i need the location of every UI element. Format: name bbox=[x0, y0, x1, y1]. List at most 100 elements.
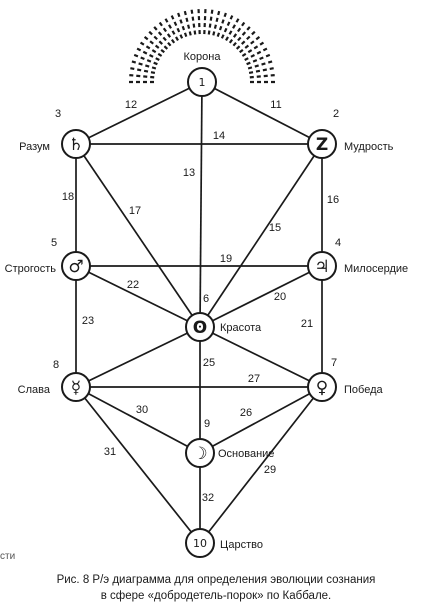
node-korona-label: Корона bbox=[184, 51, 222, 63]
node-slava: ☿ Слава 8 bbox=[18, 359, 91, 402]
path-number-25: 25 bbox=[203, 357, 215, 369]
node-krasota-label: Красота bbox=[220, 322, 262, 334]
node-razum-circle bbox=[61, 129, 91, 159]
crown-ray bbox=[241, 41, 265, 57]
path-number-26: 26 bbox=[240, 407, 252, 419]
crown-ray bbox=[212, 9, 221, 36]
path-15 bbox=[199, 143, 323, 328]
crown-ray bbox=[158, 21, 176, 44]
node-tsarstvo-circle bbox=[185, 528, 215, 558]
crown-ray bbox=[228, 21, 246, 44]
path-20 bbox=[199, 265, 323, 328]
path-number-11: 11 bbox=[270, 99, 281, 111]
crown-ray bbox=[190, 8, 197, 35]
path-number-20: 20 bbox=[274, 291, 286, 303]
path-number-17: 17 bbox=[129, 205, 141, 217]
node-slava-glyph-icon: ☿ bbox=[71, 378, 81, 398]
node-mudrost-glyph-icon: Z bbox=[316, 135, 328, 155]
node-miloserdie-number: 4 bbox=[335, 237, 341, 249]
crown-ray bbox=[176, 11, 188, 37]
path-31 bbox=[75, 386, 201, 544]
crown-ray bbox=[203, 8, 207, 35]
path-number-12: 12 bbox=[125, 99, 137, 111]
path-number-29: 29 bbox=[264, 464, 276, 476]
path-number-27: 27 bbox=[248, 373, 260, 385]
node-mudrost-number: 2 bbox=[333, 108, 339, 120]
path-12 bbox=[75, 81, 203, 145]
node-razum-glyph-icon: ♄ bbox=[68, 135, 83, 155]
node-korona-circle bbox=[187, 67, 217, 97]
node-tsarstvo-glyph: 10 bbox=[193, 537, 207, 550]
node-krasota-circle bbox=[185, 312, 215, 342]
figure-caption-line-1: Рис. 8 Р/э диаграмма для определения эво… bbox=[56, 574, 376, 586]
path-n6-n7 bbox=[199, 326, 323, 388]
path-30 bbox=[75, 386, 201, 454]
path-13 bbox=[199, 81, 203, 328]
node-pobeda-label: Победа bbox=[344, 384, 383, 396]
path-number-19: 19 bbox=[220, 253, 232, 265]
node-tsarstvo-label: Царство bbox=[220, 539, 263, 551]
node-razum-label: Разум bbox=[19, 141, 50, 153]
node-miloserdie: ♃ Милосердие 4 bbox=[307, 237, 408, 281]
node-osnovanie-glyph-icon: ☽ bbox=[192, 444, 207, 464]
crown-ray bbox=[139, 41, 163, 57]
node-miloserdie-label: Милосердие bbox=[344, 263, 408, 275]
crown-ray bbox=[220, 14, 234, 39]
crown-ray bbox=[128, 73, 155, 79]
crown-ray bbox=[164, 17, 179, 41]
node-pobeda-glyph-icon: ♀ bbox=[316, 378, 328, 398]
crown-ray bbox=[244, 47, 269, 61]
path-number-31: 31 bbox=[104, 446, 116, 458]
node-krasota-number: 6 bbox=[203, 293, 209, 305]
node-strogost: ♂ Строгость 5 bbox=[5, 237, 91, 281]
paths-layer bbox=[75, 81, 323, 544]
edge-text-fragment: сти bbox=[0, 551, 16, 562]
crown-ray bbox=[239, 35, 261, 54]
crown-ray bbox=[132, 53, 158, 66]
node-tsarstvo: 10 Царство bbox=[185, 528, 263, 558]
path-number-23: 23 bbox=[82, 315, 94, 327]
node-strogost-number: 5 bbox=[51, 237, 57, 249]
path-n8-n6 bbox=[75, 326, 201, 388]
node-slava-label: Слава bbox=[18, 384, 51, 396]
figure-caption-line-2: в сфере «добродетель-порок» по Каббале. bbox=[100, 590, 332, 602]
node-pobeda-number: 7 bbox=[331, 357, 337, 369]
path-number-18: 18 bbox=[62, 191, 74, 203]
node-slava-number: 8 bbox=[53, 359, 59, 371]
path-number-22: 22 bbox=[127, 279, 139, 291]
crown-ray bbox=[216, 11, 228, 37]
node-mudrost-circle bbox=[307, 129, 337, 159]
path-number-13: 13 bbox=[183, 167, 195, 179]
crown-ray bbox=[147, 30, 169, 50]
node-miloserdie-glyph-icon: ♃ bbox=[314, 257, 329, 277]
path-number-30: 30 bbox=[136, 404, 148, 416]
path-29 bbox=[199, 386, 323, 544]
crown-ray bbox=[135, 47, 160, 61]
node-pobeda-circle bbox=[307, 372, 337, 402]
crown-ray bbox=[235, 30, 257, 50]
path-22 bbox=[75, 265, 201, 328]
node-mudrost-label: Мудрость bbox=[344, 141, 394, 153]
crown-ray bbox=[143, 35, 165, 54]
path-11 bbox=[201, 81, 323, 145]
crown-ray bbox=[249, 73, 276, 79]
node-pobeda: ♀ Победа 7 bbox=[307, 357, 383, 402]
node-strogost-glyph-icon: ♂ bbox=[68, 257, 83, 277]
path-number-16: 16 bbox=[327, 194, 339, 206]
node-mudrost: Z Мудрость 2 bbox=[307, 108, 394, 159]
path-number-15: 15 bbox=[269, 222, 281, 234]
crown-ray bbox=[152, 25, 172, 47]
crown-ray bbox=[129, 66, 156, 74]
path-number-14: 14 bbox=[213, 130, 225, 142]
node-slava-circle bbox=[61, 372, 91, 402]
crown-ray bbox=[246, 53, 272, 66]
node-strogost-circle bbox=[61, 251, 91, 281]
node-strogost-label: Строгость bbox=[5, 263, 57, 275]
